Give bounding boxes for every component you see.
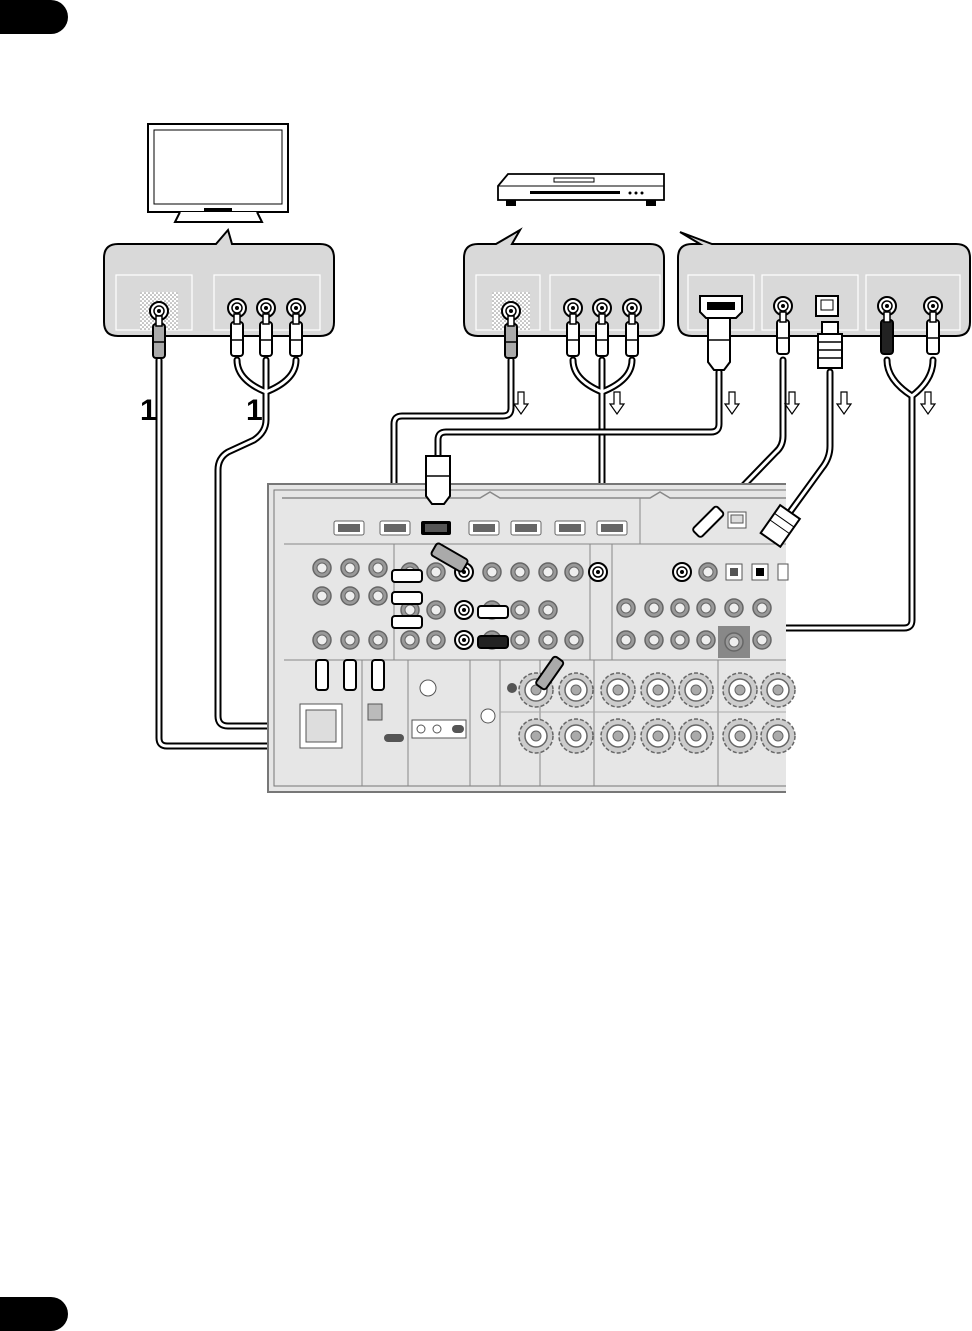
av-receiver-rear-panel	[268, 484, 795, 792]
page-tab-bottom	[0, 1297, 68, 1331]
hdmi-plug-receiver	[426, 456, 450, 504]
signal-direction-arrows	[514, 392, 935, 414]
tv-icon	[148, 124, 288, 222]
bd-player-icon	[498, 174, 664, 206]
connection-diagram: 1 1	[0, 0, 972, 800]
step-mark-2: 1	[246, 394, 263, 427]
hdmi-plug-icon	[708, 318, 730, 370]
step-mark-1: 1	[140, 394, 157, 427]
optical-plug-icon	[818, 322, 842, 368]
